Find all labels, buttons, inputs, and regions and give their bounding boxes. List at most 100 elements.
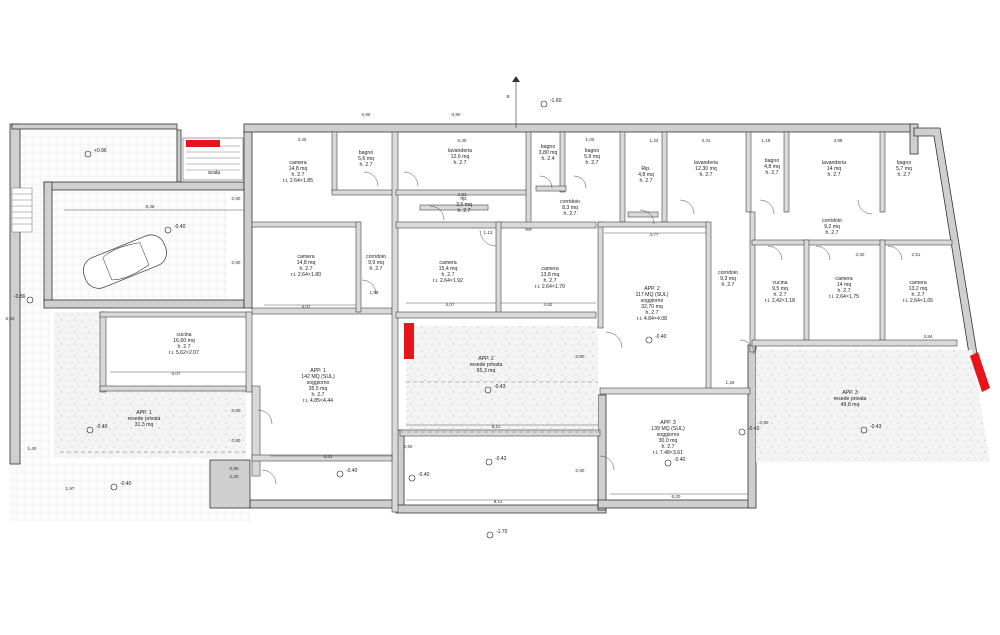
room-label: 13,2 mq (909, 286, 928, 292)
room-label: h. 2.7 (912, 292, 925, 298)
room-label: 9,9 mq (368, 260, 384, 266)
dim-label: 5,30 (458, 138, 467, 143)
dim-label: 8,11 (492, 424, 501, 429)
dim-label: 1,22 (650, 138, 659, 143)
room-label: h. 2.7 (700, 172, 713, 178)
opening-label: 0,90 (232, 408, 241, 413)
room-label: bagno (585, 148, 600, 154)
room-label: camera (909, 280, 926, 286)
dim-label: 4,07 (446, 302, 455, 307)
room-label: h. 2.7 (300, 266, 313, 272)
room-label: APP. 3 (660, 420, 676, 426)
level-label: -0.40 (674, 457, 686, 463)
room-label: r.i. 2.64×1.70 (535, 284, 565, 290)
room-label: camera (439, 260, 456, 266)
dim-label: 4,07 (302, 304, 311, 309)
car-icon (82, 234, 167, 289)
dim-label: 1,58 (370, 290, 379, 295)
room-label: resede privata (834, 396, 867, 402)
dim-label: 6,20 (672, 494, 681, 499)
room-label: 4,8 mq (638, 172, 654, 178)
room-label: r.i. 2,64×1,75 (829, 294, 859, 300)
room-label: bagno (541, 144, 556, 150)
room-label: 3,5 mq (456, 202, 472, 208)
red-marker-app2 (404, 323, 414, 359)
dim-label: 3,40 (298, 137, 307, 142)
room-label: r.i. 5.62×2.07 (169, 350, 199, 356)
dim-label: 6,81 (324, 454, 333, 459)
dim-label: 1,00 (586, 137, 595, 142)
room-label: h. 2.7 (646, 310, 659, 316)
room-label: 4,8 mq (764, 164, 780, 170)
room-label: h. 2.7 (442, 272, 455, 278)
dim-label: 6,07 (172, 371, 181, 376)
level-label: -0.40 (418, 472, 430, 478)
room-label: h. 2.7 (826, 230, 839, 236)
room-label: h. 2.7 (360, 162, 373, 168)
level-label: -0.43 (870, 424, 882, 430)
room-label: h. 2.7 (640, 178, 653, 184)
dim-label: 8,36 (146, 204, 155, 209)
dim-label: 3,30 (856, 252, 865, 257)
dim-label: 0,90 (452, 112, 461, 117)
room-label: soggiorno (641, 298, 664, 304)
room-label: bagno (765, 158, 780, 164)
level-markers: +0.96 -0.40 -1.60 -0.86 -0.40 -0.40 -0.4… (14, 98, 882, 539)
reference-lines (60, 381, 600, 453)
room-label: 117 MQ (SUL) (635, 292, 668, 298)
room-label: h. 2.7 (292, 172, 305, 178)
room-label: 32,70 mq (641, 304, 663, 310)
dim-label: 4,77 (650, 232, 659, 237)
room-label: 12,6 mq (451, 154, 470, 160)
dim-label: 1,13 (484, 230, 493, 235)
room-label: 14 mq (837, 282, 852, 288)
room-label: camera (289, 160, 306, 166)
room-label: 15,4 mq (439, 266, 458, 272)
dim-label: 1,18 (762, 138, 771, 143)
room-label: camera (297, 254, 314, 260)
room-label: h. 2.7 (838, 288, 851, 294)
room-label: camera (541, 266, 558, 272)
room-label: h. 2.7 (544, 278, 557, 284)
room-label: 49,8 mq (841, 402, 860, 408)
dim-label: 4,82 (544, 302, 553, 307)
dim-label: 1,97 (66, 486, 75, 491)
room-label: h. 2.7 (458, 208, 471, 214)
room-label: 16,60 mq (173, 338, 195, 344)
opening-label: 0,90 (232, 438, 241, 443)
level-label: -0.40 (120, 481, 132, 487)
opening-labels: 0,90 0,90 0,90 0,90 0,90 0,90 0,90 0,90 (232, 196, 769, 473)
room-label: r.i. 2.64×1.85 (283, 178, 313, 184)
resede-app3 (756, 350, 990, 462)
room-label: h. 2.7 (898, 172, 911, 178)
interior-walls (99, 131, 958, 513)
room-label: lavanderia (448, 148, 472, 154)
room-label: 5,6 mq (358, 156, 374, 162)
level-label: -1.60 (550, 98, 562, 104)
red-marker-stairs (186, 140, 220, 147)
room-label: 12,30 mq (695, 166, 717, 172)
room-label: h. 2.7 (564, 211, 577, 217)
room-label: 14,8 mq (289, 166, 308, 172)
room-label: camera (835, 276, 852, 282)
room-label: h. 2.7 (722, 282, 735, 288)
room-label: 35,5 mq (309, 386, 328, 392)
room-label: 142 MQ (SUL) (301, 374, 335, 380)
room-label: 9,5 mq (772, 286, 788, 292)
room-label: APP. 3 (842, 390, 858, 396)
room-label: h. 2.7 (454, 160, 467, 166)
room-label: soggiorno (657, 432, 680, 438)
door-swings (257, 171, 903, 485)
room-label: 5,7 mq (896, 166, 912, 172)
room-label: 30,0 mq (659, 438, 678, 444)
room-label: resede privata (128, 416, 161, 422)
room-label: bagno (359, 150, 374, 156)
room-label: 31,3 mq (135, 422, 154, 428)
room-label: h. 2.7 (178, 344, 191, 350)
dimension-lines (64, 209, 748, 501)
level-label: -0.43 (494, 384, 506, 390)
room-label: APP. 2 (478, 356, 494, 362)
room-label: cucina (177, 332, 192, 338)
room-label: h. 2.7 (774, 292, 787, 298)
